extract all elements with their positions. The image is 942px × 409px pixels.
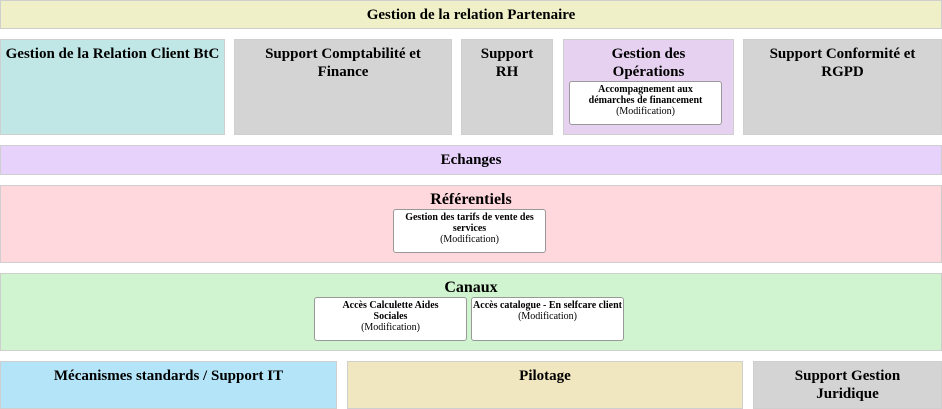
zone-relation-client-btc: Gestion de la Relation Client BtC [0, 39, 225, 135]
zone-support-comptabilite: Support Comptabilité et Finance [234, 39, 452, 135]
card-tarifs-vente[interactable]: Gestion des tarifs de vente des services… [393, 209, 546, 253]
card-title: Accès Calculette Aides Sociales [342, 300, 439, 322]
zone-title: Support RH [480, 46, 534, 80]
zone-title: Référentiels [430, 191, 512, 208]
zone-title: Echanges [440, 152, 502, 168]
zone-title: Gestion de la relation Partenaire [366, 7, 576, 23]
zone-support-conformite: Support Conformité et RGPD [743, 39, 942, 135]
zone-title: Mécanismes standards / Support IT [53, 368, 284, 384]
zone-pilotage: Pilotage [347, 361, 743, 409]
card-accompagnement-financement[interactable]: Accompagnement aux démarches de financem… [569, 81, 722, 125]
card-status: (Modification) [440, 234, 499, 245]
card-title: Accompagnement aux démarches de financem… [588, 84, 703, 106]
zone-echanges: Echanges [0, 145, 942, 175]
zone-title: Support Conformité et RGPD [769, 46, 916, 80]
card-title: Gestion des tarifs de vente des services [405, 212, 534, 234]
zone-title: Support Comptabilité et Finance [265, 46, 421, 80]
zone-title: Pilotage [519, 368, 571, 384]
card-title: Accès catalogue - En selfcare client [473, 300, 622, 311]
card-calculette-aides[interactable]: Accès Calculette Aides Sociales(Modifica… [314, 297, 467, 341]
zone-title: Canaux [444, 279, 498, 296]
card-status: (Modification) [616, 106, 675, 117]
zone-support-juridique: Support Gestion Juridique [753, 361, 942, 409]
zone-title: Support Gestion Juridique [794, 368, 901, 402]
card-status: (Modification) [518, 311, 577, 322]
zone-title: Gestion des Opérations [611, 46, 686, 80]
card-status: (Modification) [361, 322, 420, 333]
zone-partenaire: Gestion de la relation Partenaire [0, 0, 942, 29]
card-catalogue-selfcare[interactable]: Accès catalogue - En selfcare client(Mod… [471, 297, 624, 341]
zone-support-rh: Support RH [461, 39, 553, 135]
zone-mecanismes-support-it: Mécanismes standards / Support IT [0, 361, 337, 409]
zone-title: Gestion de la Relation Client BtC [5, 46, 220, 62]
